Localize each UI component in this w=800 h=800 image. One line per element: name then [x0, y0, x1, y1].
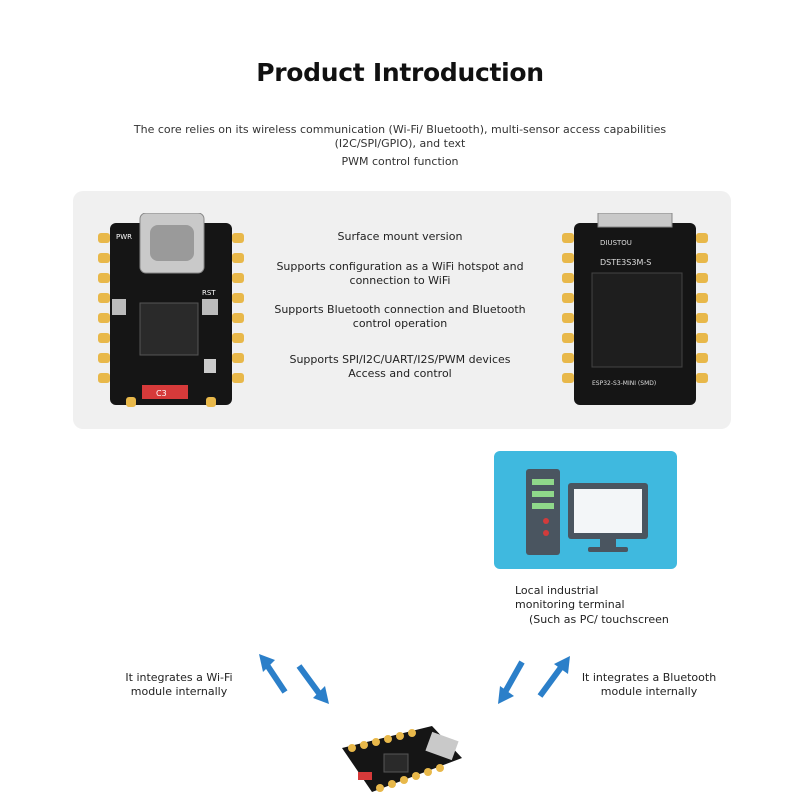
- terminal-label-line2: monitoring terminal: [515, 598, 625, 611]
- back-footer: ESP32-S3-MINI (SMD): [592, 380, 656, 387]
- board-front-image: PWR RST C3: [98, 213, 244, 407]
- page-title: Product Introduction: [256, 58, 544, 87]
- bt-label-line1: It integrates a Bluetooth: [581, 671, 717, 684]
- feature-bluetooth: Supports Bluetooth connection and Blueto…: [274, 303, 526, 330]
- wifi-arrows-icon: [259, 654, 329, 704]
- board-small-image: [342, 726, 462, 792]
- feature-interfaces: Supports SPI/I2C/UART/I2S/PWM devices Ac…: [289, 353, 511, 380]
- feature-wifi-hotspot: Supports configuration as a WiFi hotspot…: [276, 260, 524, 287]
- wifi-label-line2: module internally: [130, 685, 228, 698]
- terminal-label-line3: (Such as PC/ touchscreen: [529, 613, 669, 626]
- intro-text-continued: PWM control function: [341, 155, 459, 168]
- computer-icon: [526, 469, 648, 555]
- left-pads: [98, 233, 110, 383]
- wifi-label-line1: It integrates a Wi-Fi: [125, 671, 233, 684]
- terminal-card: [494, 451, 677, 569]
- feature-surface-mount: Surface mount version: [337, 230, 463, 243]
- board-front-label: C3: [156, 389, 167, 398]
- back-model: DSTE3S3M-S: [600, 258, 651, 267]
- pwr-label: PWR: [116, 233, 132, 241]
- bluetooth-arrows-icon: [498, 656, 570, 704]
- back-brand: DIUSTOU: [600, 239, 632, 247]
- rst-label: RST: [202, 289, 216, 297]
- terminal-label-line1: Local industrial: [515, 584, 599, 597]
- board-back-image: DIUSTOU DSTE3S3M-S ESP32-S3-MINI (SMD): [562, 213, 708, 405]
- bottom-pads: [126, 397, 216, 407]
- bt-label-line2: module internally: [600, 685, 698, 698]
- right-pads: [232, 233, 244, 383]
- intro-text: The core relies on its wireless communic…: [133, 123, 667, 150]
